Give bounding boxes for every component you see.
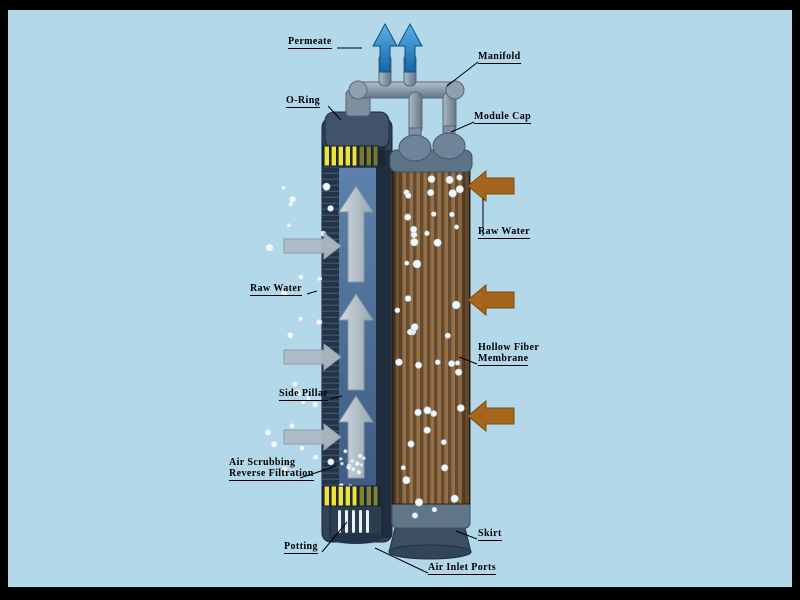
label-raw-water-left: Raw Water [250,283,303,296]
label-raw-water-right: Raw Water [478,226,531,239]
label-air-scrubbing: Air Scrubbing Reverse Filtration [229,457,314,481]
leader-lines [299,47,484,574]
label-potting: Potting [284,541,318,554]
label-hollow-fiber-membrane: Hollow Fiber Membrane [478,342,540,366]
label-permeate: Permeate [288,36,332,49]
label-manifold: Manifold [478,51,521,64]
hollow-fiber-membrane [391,165,471,505]
membrane-module-cutaway [321,89,393,544]
permeate-arrows [372,22,423,73]
raw-water-arrows [467,169,515,433]
side-pillar [376,150,391,538]
raw-water-inflow-arrows [283,231,342,452]
label-air-inlet-ports: Air Inlet Ports [428,562,497,575]
label-module-cap: Module Cap [474,111,532,124]
air-inlet-ports [338,510,369,533]
bubbles-raw-water [264,182,335,473]
bubbles-in-membrane [394,174,465,519]
label-skirt: Skirt [478,528,502,541]
label-side-pillar: Side Pillar [279,388,329,401]
internal-flow-up-arrows [338,185,374,479]
module-cap-left [324,111,390,149]
label-o-ring: O-Ring [286,95,321,108]
membrane-module-exterior [388,125,473,560]
